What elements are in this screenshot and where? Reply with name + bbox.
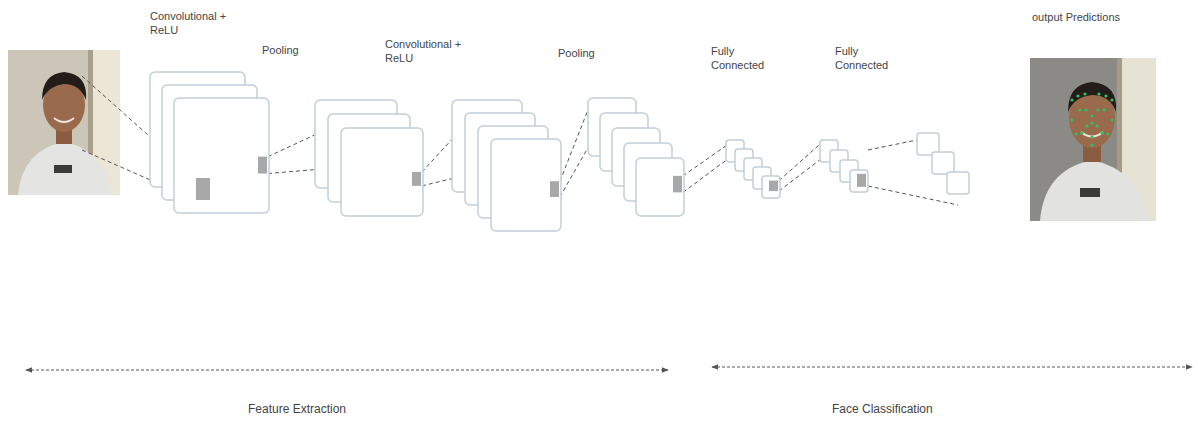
output-layer — [917, 133, 969, 194]
range-arrow — [26, 370, 668, 371]
section-label: Face Classification — [832, 402, 933, 416]
layer-label: Pooling — [558, 47, 628, 61]
layer-label: output Predictions — [1032, 11, 1172, 25]
input-photo — [8, 50, 120, 195]
projection-connector — [422, 139, 452, 186]
layer-label: Convolutional + ReLU — [150, 10, 228, 38]
layer-stack: Fully Connected — [726, 140, 780, 198]
layer-label: Fully Connected — [835, 45, 895, 73]
feature-map-stack — [587, 97, 685, 217]
output-image-box: output Predictions — [1030, 58, 1156, 221]
projection-line — [868, 186, 958, 205]
feature-map-stack — [314, 99, 424, 217]
layer-label: Convolutional + ReLU — [385, 38, 463, 66]
range-arrow — [712, 367, 1192, 368]
projection-line — [868, 140, 917, 150]
projection-connector — [683, 146, 726, 193]
layer-stack: Pooling — [588, 98, 684, 216]
layer-stack: Fully Connected — [820, 140, 868, 192]
feature-map-stack — [451, 99, 562, 232]
projection-connector — [268, 135, 315, 174]
layer-stack: Convolutional + ReLU — [452, 100, 561, 231]
layer-stack: Pooling — [315, 100, 423, 216]
feature-map-stack — [819, 139, 869, 193]
projection-connector — [779, 144, 820, 191]
feature-map-stack — [725, 139, 781, 199]
layer-label: Pooling — [262, 44, 332, 58]
layer-label: Fully Connected — [711, 45, 771, 73]
feature-map-stack — [149, 71, 270, 214]
section-label: Feature Extraction — [248, 402, 346, 416]
projection-connector — [560, 110, 588, 197]
layer-stack: Convolutional + ReLU — [150, 72, 269, 213]
output-photo — [1030, 58, 1156, 221]
